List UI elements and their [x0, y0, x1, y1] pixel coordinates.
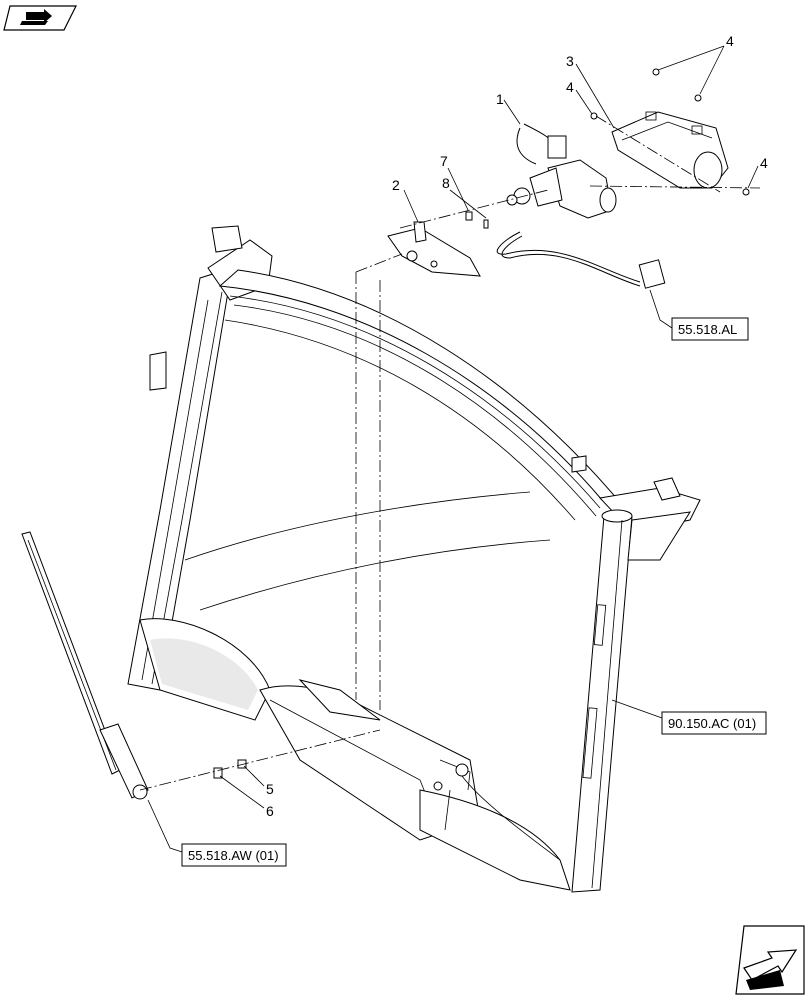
ref-box-wiring[interactable]: 55.518.AL [671, 317, 749, 341]
callout-6: 6 [266, 803, 274, 819]
callout-5: 5 [266, 781, 274, 797]
wiper-motor [506, 123, 617, 219]
mounting-bracket [387, 221, 481, 277]
assembly-lines [139, 115, 761, 791]
leader-lines [147, 45, 759, 853]
cab-frame [127, 225, 701, 893]
callout-4-top: 4 [726, 33, 734, 49]
spacer-6 [213, 767, 223, 779]
book-arrow-icon[interactable] [3, 5, 77, 31]
callout-7: 7 [440, 153, 448, 169]
screw-4a [652, 68, 660, 76]
wiring-harness [496, 231, 666, 289]
ref-wiper-arm-label: 55.518.AW (01) [188, 848, 279, 863]
nut-7 [483, 219, 489, 229]
nut-5 [237, 759, 247, 769]
callout-3: 3 [566, 53, 574, 69]
callout-2: 2 [392, 177, 400, 193]
screw-4c [590, 112, 598, 120]
wiper-arm [21, 531, 149, 800]
ref-cab-frame-label: 90.150.AC (01) [668, 716, 756, 731]
ref-box-wiper-arm[interactable]: 55.518.AW (01) [181, 843, 287, 867]
ref-wiring-label: 55.518.AL [678, 322, 737, 337]
navigation-arrow-icon[interactable] [735, 925, 805, 995]
motor-cover [611, 111, 729, 189]
callout-4-right: 4 [760, 155, 768, 171]
screw-4b [694, 94, 702, 102]
washer-8 [465, 211, 473, 221]
callout-1: 1 [496, 91, 504, 107]
screw-4d [742, 188, 750, 196]
ref-box-cab-frame[interactable]: 90.150.AC (01) [661, 711, 767, 735]
callout-4-left: 4 [566, 79, 574, 95]
callout-8: 8 [442, 175, 450, 191]
